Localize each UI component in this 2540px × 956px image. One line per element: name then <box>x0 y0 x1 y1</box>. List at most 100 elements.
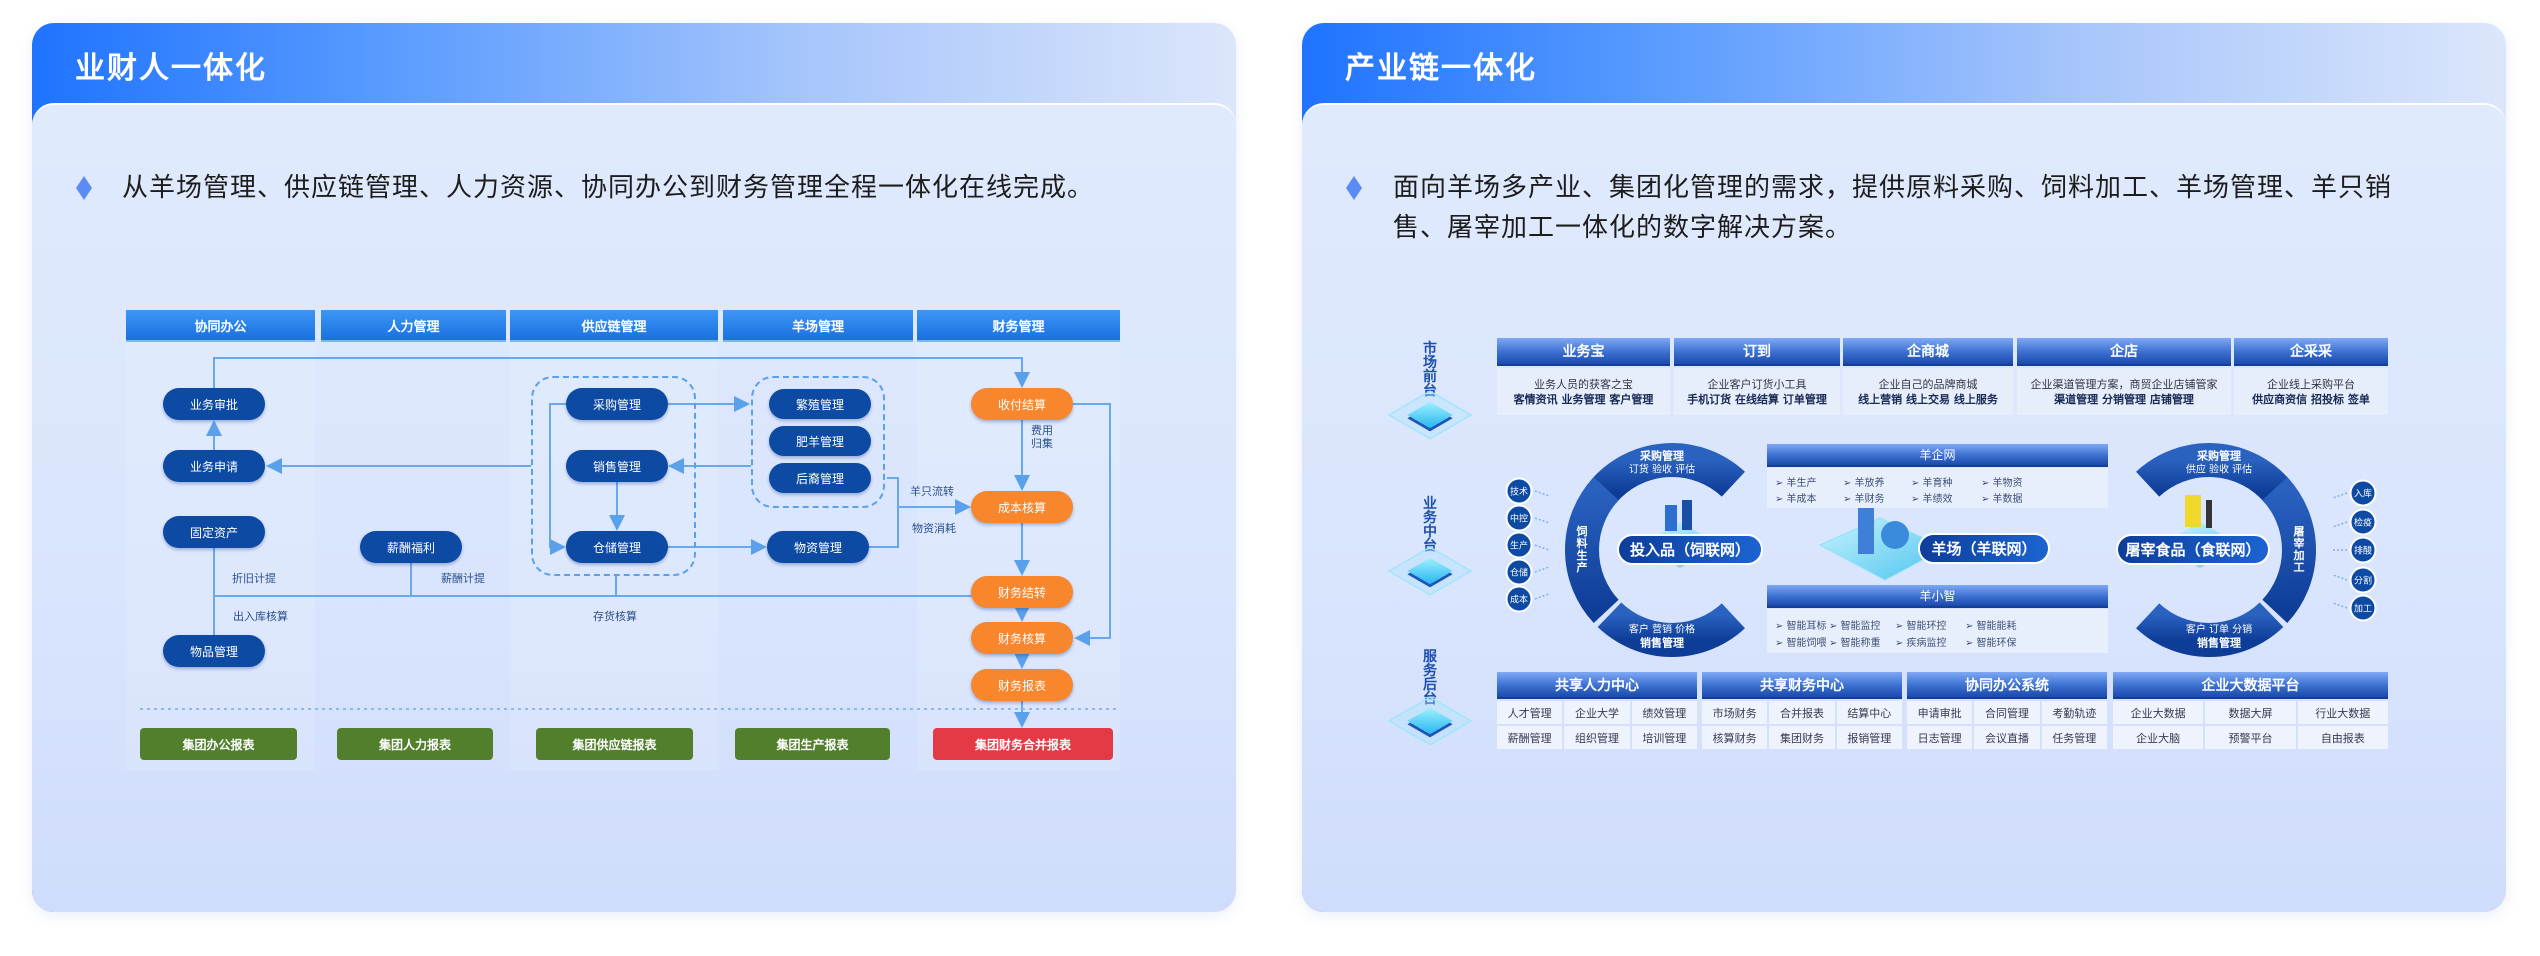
food-package-icon <box>2185 495 2201 527</box>
report-office[interactable]: 集团办公报表 <box>140 728 297 760</box>
node-salary[interactable]: 薪酬福利 <box>360 531 462 563</box>
node-request[interactable]: 业务申请 <box>163 450 265 482</box>
service-item[interactable]: 企业大脑 <box>2113 726 2204 749</box>
front-product-header[interactable]: 企商城 <box>1843 338 2013 366</box>
list-item[interactable]: ➢ 羊成本 <box>1775 494 1817 505</box>
list-item[interactable]: ➢ 智能环保 <box>1965 638 2017 649</box>
service-header[interactable]: 共享财务中心 <box>1702 672 1902 699</box>
service-item[interactable]: 会议直播 <box>1974 726 2040 749</box>
node-approval[interactable]: 业务审批 <box>163 388 265 420</box>
function-dot[interactable]: 排酸 <box>2349 536 2377 564</box>
function-dot[interactable]: 中控 <box>1505 504 1533 532</box>
service-item[interactable]: 集团财务 <box>1769 726 1835 749</box>
list-item[interactable]: ➢ 智能饲喂 <box>1775 638 1827 649</box>
function-dot[interactable]: 成本 <box>1505 585 1533 613</box>
service-item[interactable]: 核算财务 <box>1702 726 1768 749</box>
service-item[interactable]: 自由报表 <box>2297 726 2388 749</box>
farm-pill[interactable]: 羊场（羊联网） <box>1920 535 2048 562</box>
list-item[interactable]: ➢ 羊物资 <box>1981 478 2023 489</box>
list-item[interactable]: ➢ 羊数据 <box>1981 494 2023 505</box>
net-header[interactable]: 羊企网 <box>1767 444 2108 467</box>
service-item[interactable]: 结算中心 <box>1836 701 1902 724</box>
node-fixed-assets[interactable]: 固定资产 <box>163 516 265 548</box>
service-item[interactable]: 考勤轨迹 <box>2041 701 2107 724</box>
node-breeding[interactable]: 繁殖管理 <box>769 389 871 419</box>
node-offspring[interactable]: 后裔管理 <box>769 463 871 493</box>
function-dot[interactable]: 入库 <box>2349 479 2377 507</box>
node-settlement[interactable]: 收付结算 <box>971 388 1073 420</box>
service-item[interactable]: 企业大学 <box>1564 701 1630 724</box>
list-item[interactable]: ➢ 智能能耗 <box>1965 621 2017 632</box>
service-item[interactable]: 任务管理 <box>2041 726 2107 749</box>
front-product-header[interactable]: 企采采 <box>2234 338 2388 366</box>
factory-icon <box>1682 500 1692 530</box>
node-sales[interactable]: 销售管理 <box>566 450 668 482</box>
node-materials[interactable]: 物资管理 <box>767 531 869 563</box>
service-item[interactable]: 数据大屏 <box>2205 701 2296 724</box>
function-dot[interactable]: 检疫 <box>2349 508 2377 536</box>
function-dot[interactable]: 技术 <box>1505 477 1533 505</box>
service-item[interactable]: 日志管理 <box>1907 726 1973 749</box>
node-purchase[interactable]: 采购管理 <box>566 388 668 420</box>
list-item[interactable]: ➢ 羊绩效 <box>1911 494 1953 505</box>
ring-segment-production[interactable] <box>1565 477 1620 623</box>
layer-label: 业务中台 <box>1423 496 1437 554</box>
product-desc: 业务人员的获客之宝 <box>1534 377 1633 391</box>
ring-segment-sales[interactable] <box>2136 602 2284 657</box>
service-item[interactable]: 企业大数据 <box>2113 701 2204 724</box>
service-item[interactable]: 行业大数据 <box>2297 701 2388 724</box>
list-item[interactable]: ➢ 羊育种 <box>1911 478 1953 489</box>
service-item[interactable]: 培训管理 <box>1631 726 1697 749</box>
front-product-header[interactable]: 企店 <box>2017 338 2231 366</box>
node-goods[interactable]: 物品管理 <box>163 635 265 667</box>
node-carry-forward[interactable]: 财务结转 <box>971 576 1073 608</box>
function-dot[interactable]: 加工 <box>2349 594 2377 622</box>
list-item[interactable]: ➢ 智能称重 <box>1829 638 1881 649</box>
ring-pill[interactable]: 投入品（饲联网） <box>1619 536 1761 563</box>
service-item[interactable]: 人才管理 <box>1497 701 1563 724</box>
front-product-desc: 企业渠道管理方案，商贸企业店铺管家渠道管理 分销管理 店铺管理 <box>2017 368 2231 415</box>
node-cost-accounting[interactable]: 成本核算 <box>971 491 1073 523</box>
report-supply[interactable]: 集团供应链报表 <box>536 728 693 760</box>
node-warehouse[interactable]: 仓储管理 <box>566 531 668 563</box>
list-item[interactable]: ➢ 智能监控 <box>1829 621 1881 632</box>
service-item[interactable]: 组织管理 <box>1564 726 1630 749</box>
list-item[interactable]: ➢ 羊财务 <box>1843 494 1885 505</box>
list-item[interactable]: ➢ 羊放养 <box>1843 478 1885 489</box>
node-fattening[interactable]: 肥羊管理 <box>769 426 871 456</box>
front-product-header[interactable]: 订到 <box>1674 338 1840 366</box>
service-item[interactable]: 报销管理 <box>1836 726 1902 749</box>
function-dot[interactable]: 仓储 <box>1505 558 1533 586</box>
flow-connectors <box>140 357 1116 728</box>
function-dot[interactable]: 生产 <box>1505 531 1533 559</box>
service-item[interactable]: 预警平台 <box>2205 726 2296 749</box>
service-header[interactable]: 企业大数据平台 <box>2113 672 2388 699</box>
service-item[interactable]: 市场财务 <box>1702 701 1768 724</box>
ring-segment-purchase[interactable] <box>2136 443 2291 504</box>
connector-line <box>2332 574 2348 581</box>
ring-segment-processing[interactable] <box>2261 477 2316 623</box>
service-item[interactable]: 绩效管理 <box>1631 701 1697 724</box>
service-header[interactable]: 协同办公系统 <box>1907 672 2107 699</box>
list-item[interactable]: ➢ 智能耳标 <box>1775 621 1827 632</box>
list-item[interactable]: ➢ 羊生产 <box>1775 478 1817 489</box>
list-item[interactable]: ➢ 疾病监控 <box>1895 638 1947 649</box>
report-finance-consolidated[interactable]: 集团财务合并报表 <box>933 728 1113 760</box>
service-item[interactable]: 申请审批 <box>1907 701 1973 724</box>
report-hr[interactable]: 集团人力报表 <box>337 728 493 760</box>
list-item[interactable]: ➢ 智能环控 <box>1895 621 1947 632</box>
ring-pill[interactable]: 屠宰食品（食联网） <box>2118 536 2268 563</box>
service-item[interactable]: 合同管理 <box>1974 701 2040 724</box>
column-header: 财务管理 <box>917 310 1120 342</box>
front-product-header[interactable]: 业务宝 <box>1497 338 1670 366</box>
service-header[interactable]: 共享人力中心 <box>1497 672 1697 699</box>
node-finance-accounting[interactable]: 财务核算 <box>971 622 1073 654</box>
ring-segment-sales[interactable] <box>1597 602 1745 657</box>
node-finance-report[interactable]: 财务报表 <box>971 669 1073 701</box>
service-item[interactable]: 薪酬管理 <box>1497 726 1563 749</box>
smart-header[interactable]: 羊小智 <box>1767 585 2108 608</box>
service-item[interactable]: 合并报表 <box>1769 701 1835 724</box>
ring-segment-purchase[interactable] <box>1590 443 1745 504</box>
function-dot[interactable]: 分割 <box>2349 566 2377 594</box>
report-production[interactable]: 集团生产报表 <box>735 728 890 760</box>
